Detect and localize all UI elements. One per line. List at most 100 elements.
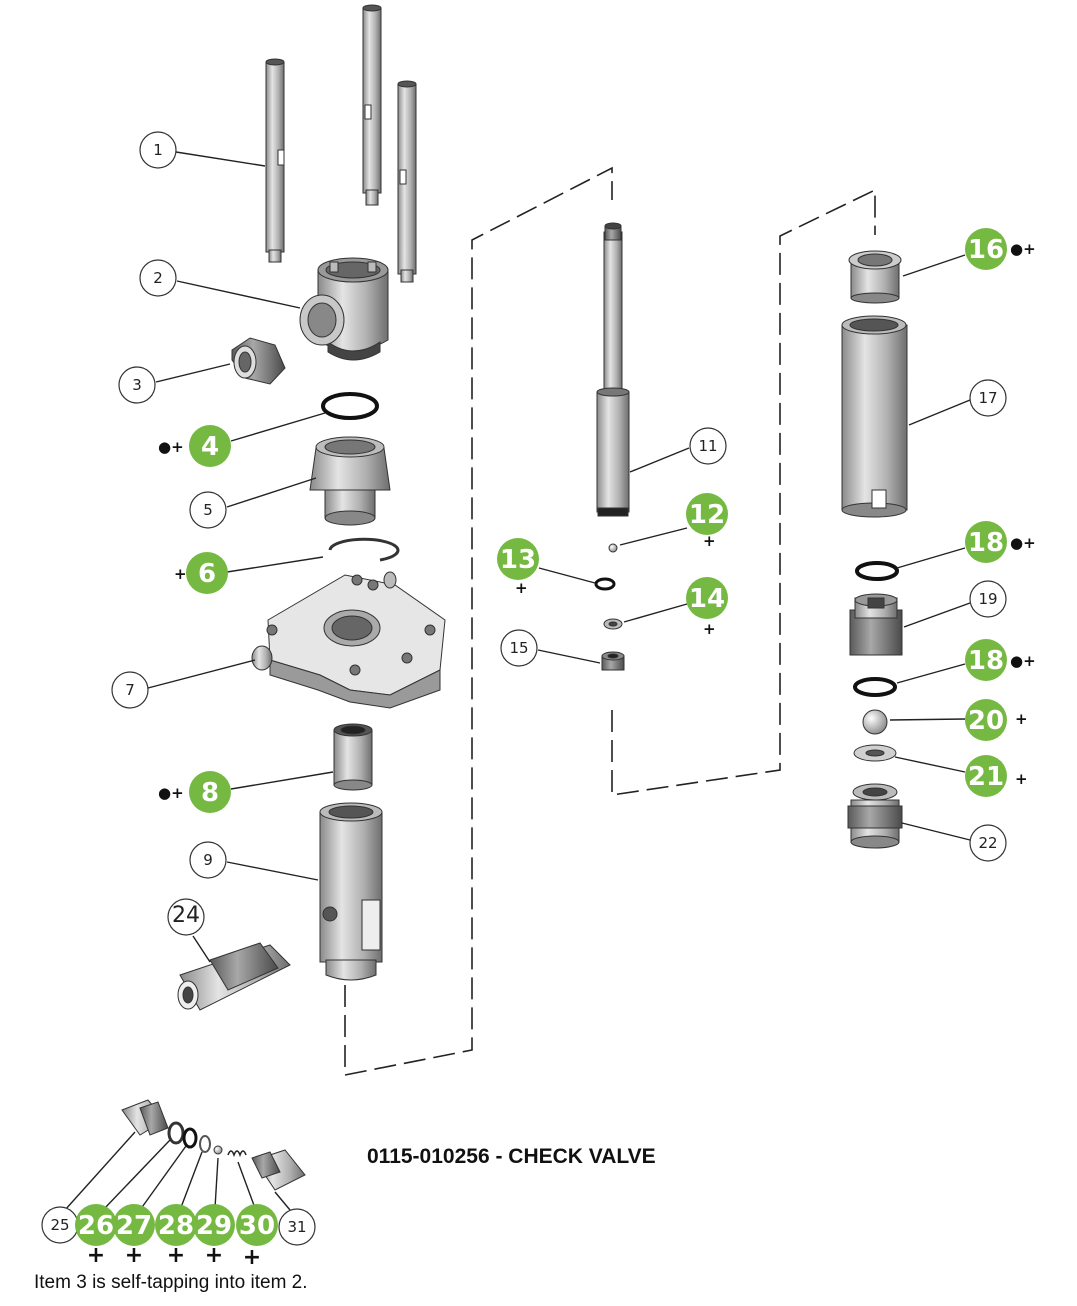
- part-8-sleeve: [333, 723, 373, 791]
- callout-18a: 18 ●+: [965, 521, 1036, 563]
- callout-bubble: [139, 259, 177, 297]
- callout-bubble: [189, 841, 227, 879]
- callout-19: 19: [969, 580, 1007, 618]
- callout-marker: +: [174, 565, 187, 583]
- callout-24: 24: [167, 898, 205, 936]
- callout-bubble: [236, 1204, 278, 1246]
- callout-31: 31: [278, 1208, 316, 1246]
- callout-layer: 1234●+56+78●+91112+13+14+1516●+1718●+191…: [41, 131, 1036, 1270]
- assembly-note: Item 3 is self-tapping into item 2.: [34, 1272, 308, 1293]
- callout-marker: +: [703, 620, 716, 638]
- callout-number: 6: [198, 559, 216, 589]
- callout-marker: ●+: [1010, 240, 1036, 258]
- callout-bubble: [189, 425, 231, 467]
- callout-marker: +: [703, 532, 716, 550]
- callout-number: 28: [158, 1211, 194, 1241]
- callout-bubble: [155, 1204, 197, 1246]
- part-4-o-ring: [321, 392, 379, 420]
- callout-number: 22: [978, 834, 997, 852]
- callout-marker: ●+: [1010, 534, 1036, 552]
- callout-bubble: [969, 580, 1007, 618]
- callout-30: 30 +: [236, 1204, 278, 1270]
- callout-number: 26: [78, 1211, 114, 1241]
- callout-29: 29+: [193, 1204, 235, 1268]
- callout-25: 25: [41, 1206, 79, 1244]
- callout-16: 16 ●+: [965, 228, 1036, 270]
- callout-marker: ●+: [158, 784, 184, 802]
- callout-marker: +: [205, 1243, 223, 1268]
- callout-number: 2: [153, 269, 163, 287]
- callout-bubble: [969, 824, 1007, 862]
- callout-28: 28+: [155, 1204, 197, 1268]
- callout-number: 7: [125, 681, 135, 699]
- callout-20: 20+: [965, 699, 1028, 741]
- callout-15: 15: [500, 629, 538, 667]
- callout-bubble: [965, 639, 1007, 681]
- drawing-title: 0115-010256 - CHECK VALVE: [367, 1145, 656, 1168]
- callout-11: 11: [689, 427, 727, 465]
- callout-6: 6+: [174, 552, 228, 594]
- part-16-top-cap: [848, 250, 902, 304]
- callout-number: 18: [968, 528, 1004, 558]
- callout-bubble: [189, 771, 231, 813]
- callout-bubble: [965, 755, 1007, 797]
- callout-13: 13+: [497, 538, 539, 597]
- callout-marker: +: [1015, 710, 1028, 728]
- callout-number: 1: [153, 141, 163, 159]
- callout-number: 14: [689, 584, 725, 614]
- callout-marker: +: [167, 1243, 185, 1268]
- callout-bubble: [193, 1204, 235, 1246]
- callout-number: 16: [968, 235, 1004, 265]
- callout-9: 9: [189, 841, 227, 879]
- callout-bubble: [965, 699, 1007, 741]
- callout-bubble: [186, 552, 228, 594]
- callout-bubble: [965, 228, 1007, 270]
- callout-number: 29: [196, 1211, 232, 1241]
- callout-26: 26+: [75, 1204, 117, 1268]
- callout-8: 8 ●+: [158, 771, 231, 813]
- callout-18b: 18●+: [965, 639, 1036, 681]
- callout-22: 22: [969, 824, 1007, 862]
- part-6-retaining-ring: [328, 537, 400, 562]
- callout-bubble: [689, 427, 727, 465]
- callout-number: 27: [116, 1211, 152, 1241]
- callout-bubble: [497, 538, 539, 580]
- callout-number: 5: [203, 501, 213, 519]
- callout-marker: +: [1015, 770, 1028, 788]
- callout-number: 30: [239, 1211, 275, 1241]
- callout-bubble: [500, 629, 538, 667]
- part-1-rods: [265, 4, 417, 283]
- callout-27: 27+: [113, 1204, 155, 1268]
- callout-bubble: [139, 131, 177, 169]
- callout-number: 11: [698, 437, 717, 455]
- parts-18-22-valve-stack: [847, 561, 903, 849]
- part-2-housing: [299, 257, 389, 361]
- callout-marker: +: [243, 1245, 261, 1270]
- part-5-hex-nut: [309, 436, 391, 526]
- callout-bubble: [75, 1204, 117, 1246]
- callout-21: 21 +: [965, 755, 1028, 797]
- callout-bubble: [118, 366, 156, 404]
- callout-12: 12 +: [686, 493, 728, 550]
- part-3-fitting: [231, 337, 286, 385]
- callout-number: 12: [689, 500, 725, 530]
- callout-number: 21: [968, 762, 1004, 792]
- callout-number: 31: [287, 1218, 306, 1236]
- callout-marker: +: [87, 1243, 105, 1268]
- callout-number: 8: [201, 778, 219, 808]
- callout-bubble: [189, 491, 227, 529]
- callout-bubble: [686, 577, 728, 619]
- callout-4: 4●+: [158, 425, 231, 467]
- callout-bubble: [969, 379, 1007, 417]
- callout-1: 1: [139, 131, 177, 169]
- part-7-base-plate: [251, 571, 446, 709]
- callout-number: 17: [978, 389, 997, 407]
- parts-12-15-small-check: [594, 543, 625, 671]
- callout-bubble: [686, 493, 728, 535]
- callout-marker: ●+: [158, 438, 184, 456]
- leader-lines: [64, 151, 971, 1211]
- callout-bubble: [167, 898, 205, 936]
- callout-number: 3: [132, 376, 142, 394]
- callout-bubble: [278, 1208, 316, 1246]
- callout-number: 25: [50, 1216, 69, 1234]
